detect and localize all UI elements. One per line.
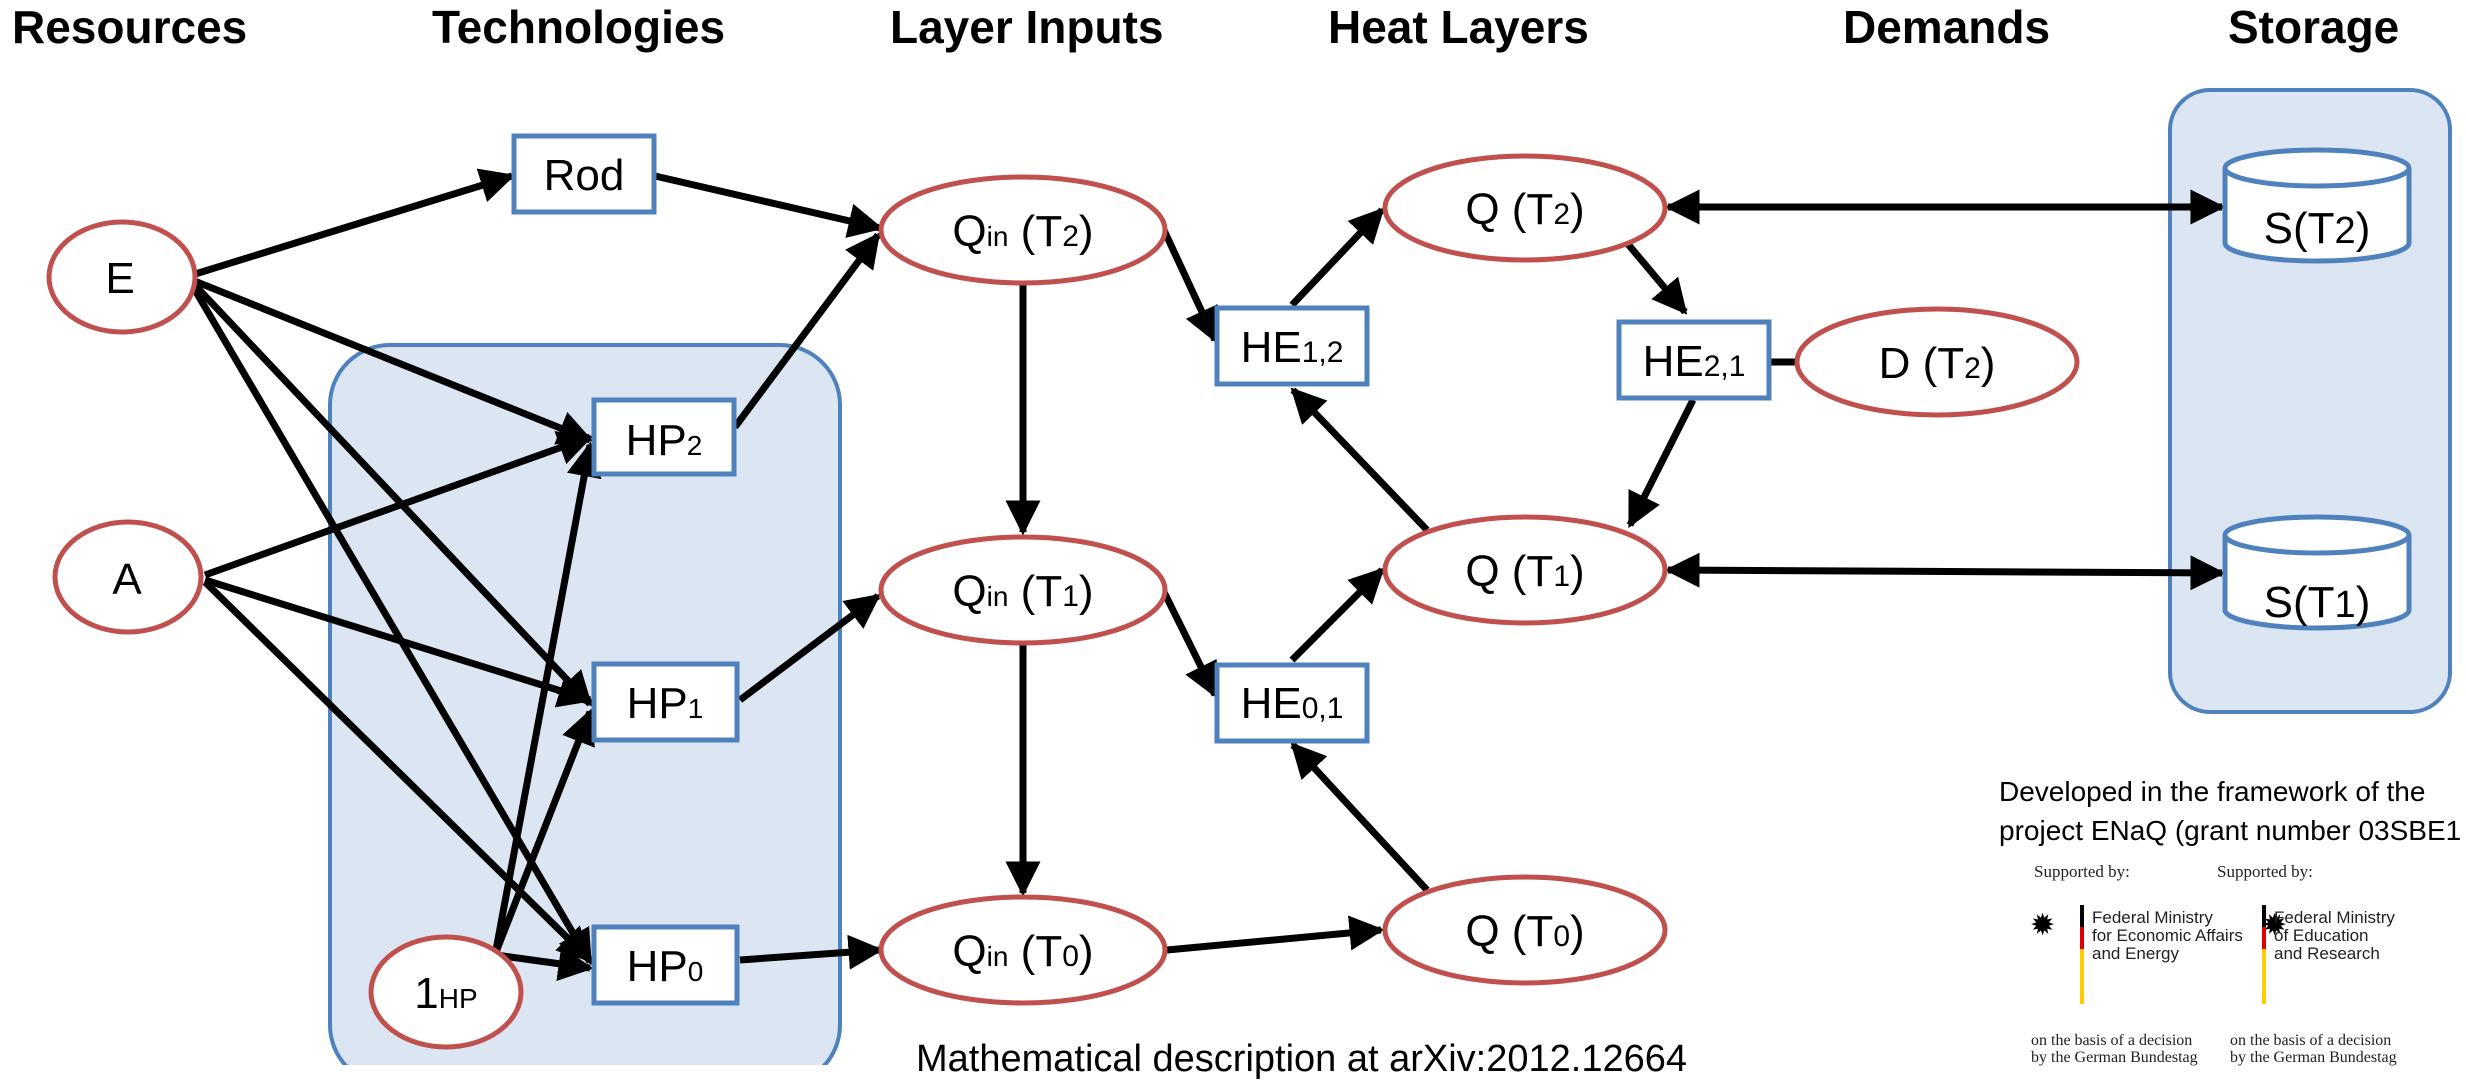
decision-2: on the basis of a decision <box>2230 1032 2392 1049</box>
edge-a-hp1 <box>203 576 594 708</box>
node-s-t1 <box>2222 514 2412 631</box>
label-hp2: HP2 <box>626 416 703 465</box>
node-rod <box>511 133 657 215</box>
node-e <box>46 219 198 335</box>
edge-qint1-he01 <box>1159 588 1219 699</box>
edge-qt1-he12 <box>1290 387 1430 533</box>
label-q-t1: Q (T1) <box>1465 547 1584 596</box>
node-1hp <box>368 934 524 1050</box>
federal-eagle-icon: ✹ <box>2030 909 2056 942</box>
edge-he12-qt2 <box>1289 207 1385 308</box>
label-s-t1: S(T1) <box>2264 578 2371 627</box>
label-d-t2: D (T2) <box>1879 339 1996 388</box>
node-hp1 <box>591 661 740 743</box>
edge-1hp-hp2 <box>492 441 602 951</box>
flag-bar-red-1 <box>2080 927 2084 949</box>
header-layer-inputs: Layer Inputs <box>890 1 1164 53</box>
node-qin-t1 <box>878 534 1168 646</box>
header-storage: Storage <box>2228 1 2400 53</box>
label-hp1: HP1 <box>627 679 704 728</box>
node-qin-t0 <box>878 894 1168 1006</box>
label-qin-t2: Qin (T2) <box>952 207 1093 256</box>
edge-qt2-he21 <box>1624 240 1688 315</box>
developed-line-1: Developed in the framework of the <box>1999 776 2426 807</box>
label-qin-t0: Qin (T0) <box>952 927 1093 976</box>
edge-a-hp2 <box>203 431 594 579</box>
node-he01 <box>1214 662 1370 744</box>
node-q-t2 <box>1382 153 1668 263</box>
node-qin-t2 <box>878 174 1168 286</box>
label-hp0: HP0 <box>627 942 704 991</box>
federal-eagle-icon-2: ✹ <box>2262 909 2288 942</box>
decision-1: on the basis of a decision <box>2031 1032 2193 1049</box>
edge-he01-qt1 <box>1289 567 1385 663</box>
edge-1hp-hp1 <box>492 708 595 954</box>
header-technologies: Technologies <box>432 1 726 53</box>
decision-2b: by the German Bundestag <box>2230 1049 2397 1066</box>
label-he21: HE2,1 <box>1643 337 1746 386</box>
label-qin-t1: Qin (T1) <box>952 567 1093 616</box>
label-s-t2: S(T2) <box>2264 204 2371 253</box>
flag-bar-black-1 <box>2080 905 2084 927</box>
flag-bar-black-2 <box>2262 905 2266 927</box>
node-s-t2 <box>2222 147 2412 264</box>
header-heat-layers: Heat Layers <box>1328 1 1589 53</box>
edge-e-hp2 <box>190 276 594 445</box>
edge-a-hp0 <box>202 579 593 963</box>
edge-rod-qint2 <box>654 172 884 238</box>
label-a: A <box>112 555 142 604</box>
flag-bar-gold-1 <box>2080 949 2084 1004</box>
edge-hp1-qint1 <box>737 593 881 703</box>
node-q-t1 <box>1382 514 1668 626</box>
supported-by-2: Supported by: <box>2217 862 2313 881</box>
node-d-t2 <box>1794 306 2080 418</box>
edge-e-rod <box>190 168 516 279</box>
node-hp2 <box>591 397 737 477</box>
edge-he21-qt1 <box>1626 398 1697 529</box>
label-rod: Rod <box>544 151 625 200</box>
edge-qint2-he12 <box>1159 226 1219 344</box>
edge-e-hp1 <box>189 279 593 707</box>
ministry-education-research: Federal Ministry of Education and Resear… <box>2274 908 2395 963</box>
flag-bar-red-2 <box>2262 927 2266 949</box>
label-q-t0: Q (T0) <box>1465 907 1584 956</box>
node-q-t0 <box>1382 874 1668 986</box>
ministry-economic-affairs: Federal Ministry for Economic Affairs an… <box>2092 908 2243 963</box>
node-a <box>52 519 204 635</box>
label-he01: HE0,1 <box>1241 679 1344 728</box>
edges <box>188 168 2226 982</box>
node-hp0 <box>591 924 740 1006</box>
edge-qt0-he01 <box>1290 742 1430 893</box>
edge-hp0-qint0 <box>739 934 884 970</box>
header-demands: Demands <box>1843 1 2051 53</box>
edge-1hp-hp0 <box>495 946 594 982</box>
header-resources: Resources <box>12 1 248 53</box>
label-q-t2: Q (T2) <box>1465 185 1584 234</box>
node-he12 <box>1214 305 1370 387</box>
edge-qt1-st1 <box>1664 552 2226 591</box>
edge-qint0-qt0 <box>1166 915 1385 954</box>
edge-hp2-qint2 <box>732 232 881 430</box>
label-1hp: 1HP <box>414 969 477 1018</box>
edge-e-hp0 <box>188 283 594 966</box>
supported-by-1: Supported by: <box>2034 862 2130 881</box>
developed-line-2: project ENaQ (grant number 03SBE1 <box>1999 815 2462 846</box>
decision-1b: by the German Bundestag <box>2031 1049 2198 1066</box>
label-e: E <box>105 254 134 303</box>
label-he12: HE1,2 <box>1241 323 1344 372</box>
math-description: Mathematical description at arXiv:2012.1… <box>916 1038 1688 1080</box>
node-he21 <box>1616 319 1772 401</box>
flag-bar-gold-2 <box>2262 949 2266 1004</box>
